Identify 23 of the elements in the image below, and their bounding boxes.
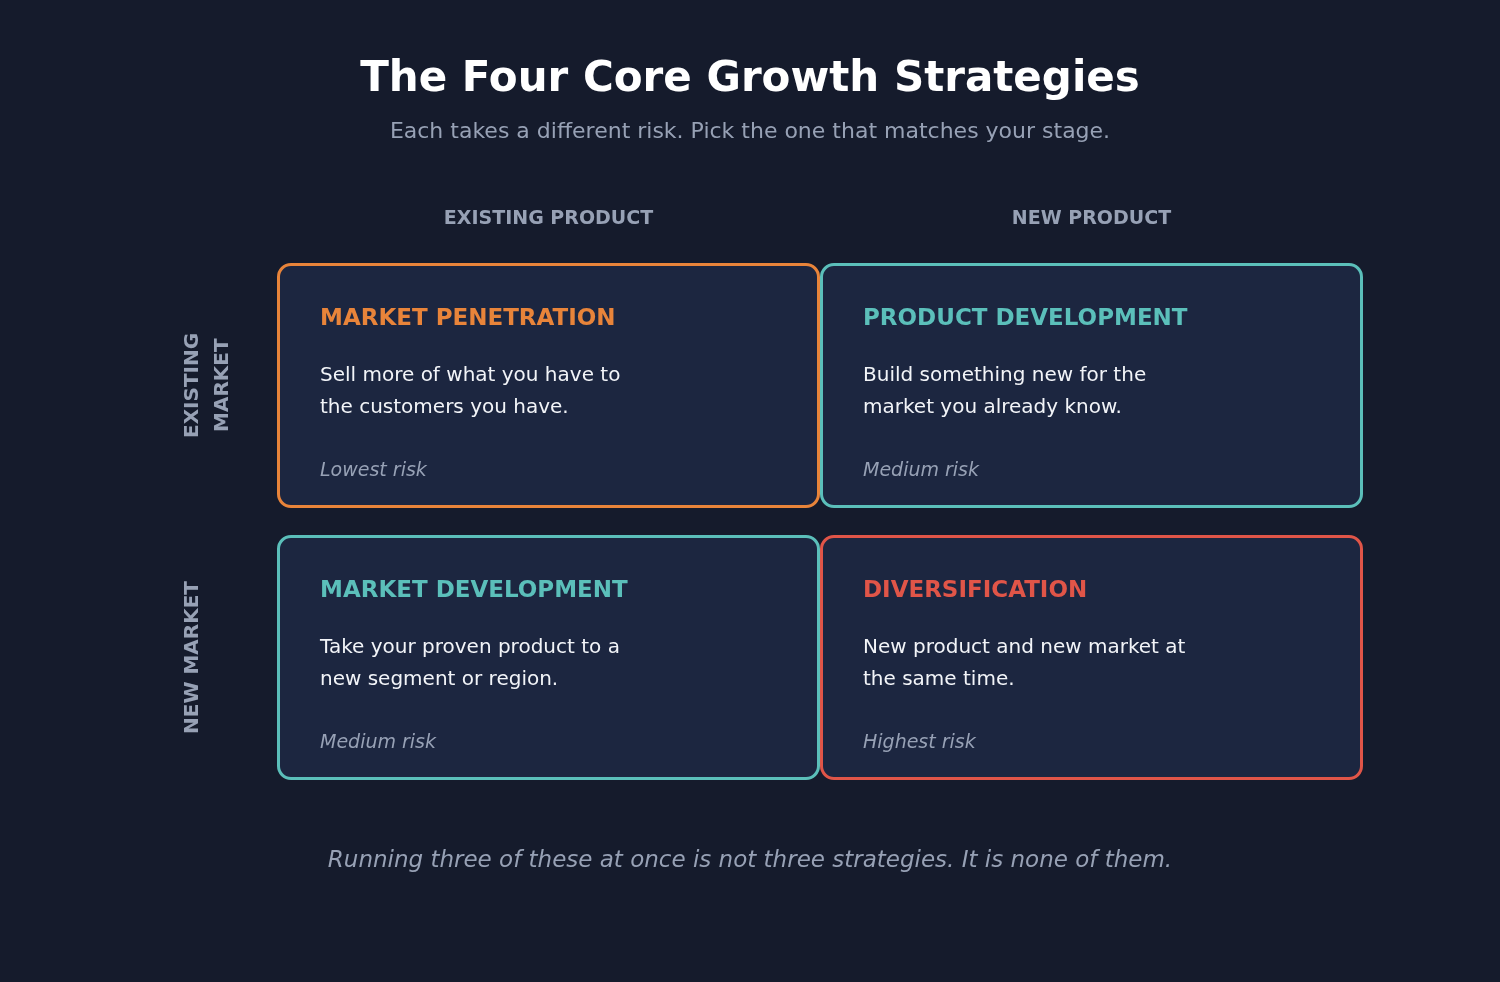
strategy-heading: DIVERSIFICATION bbox=[863, 576, 1088, 602]
strategy-description: Sell more of what you have to the customers you have. bbox=[320, 361, 622, 420]
strategy-card bbox=[277, 535, 820, 780]
strategy-description: Take your proven product to a new segment or region. bbox=[320, 633, 621, 692]
risk-note: Medium risk bbox=[863, 458, 979, 480]
title: The Four Core Growth Strategies bbox=[359, 52, 1141, 101]
row-header: NEW MARKET bbox=[178, 579, 204, 736]
strategy-card bbox=[277, 263, 820, 508]
strategy-description: Build something new for the market you already know. bbox=[863, 361, 1148, 420]
strategy-heading: PRODUCT DEVELOPMENT bbox=[863, 304, 1188, 330]
strategy-card bbox=[820, 535, 1363, 780]
subtitle: Each takes a different risk. Pick the one that matches your stage. bbox=[388, 118, 1112, 143]
risk-note: Lowest risk bbox=[320, 458, 427, 480]
column-header: NEW PRODUCT bbox=[1010, 206, 1173, 228]
strategy-card bbox=[820, 263, 1363, 508]
risk-note: Highest risk bbox=[863, 730, 976, 752]
column-header: EXISTING PRODUCT bbox=[442, 206, 655, 228]
risk-note: Medium risk bbox=[320, 730, 436, 752]
row-header: EXISTING MARKET bbox=[178, 331, 234, 440]
strategy-heading: MARKET PENETRATION bbox=[320, 304, 616, 330]
strategy-description: New product and new market at the same time. bbox=[863, 633, 1187, 692]
caption: Running three of these at once is not three strategies. It is none of them. bbox=[326, 846, 1174, 872]
strategy-heading: MARKET DEVELOPMENT bbox=[320, 576, 628, 602]
